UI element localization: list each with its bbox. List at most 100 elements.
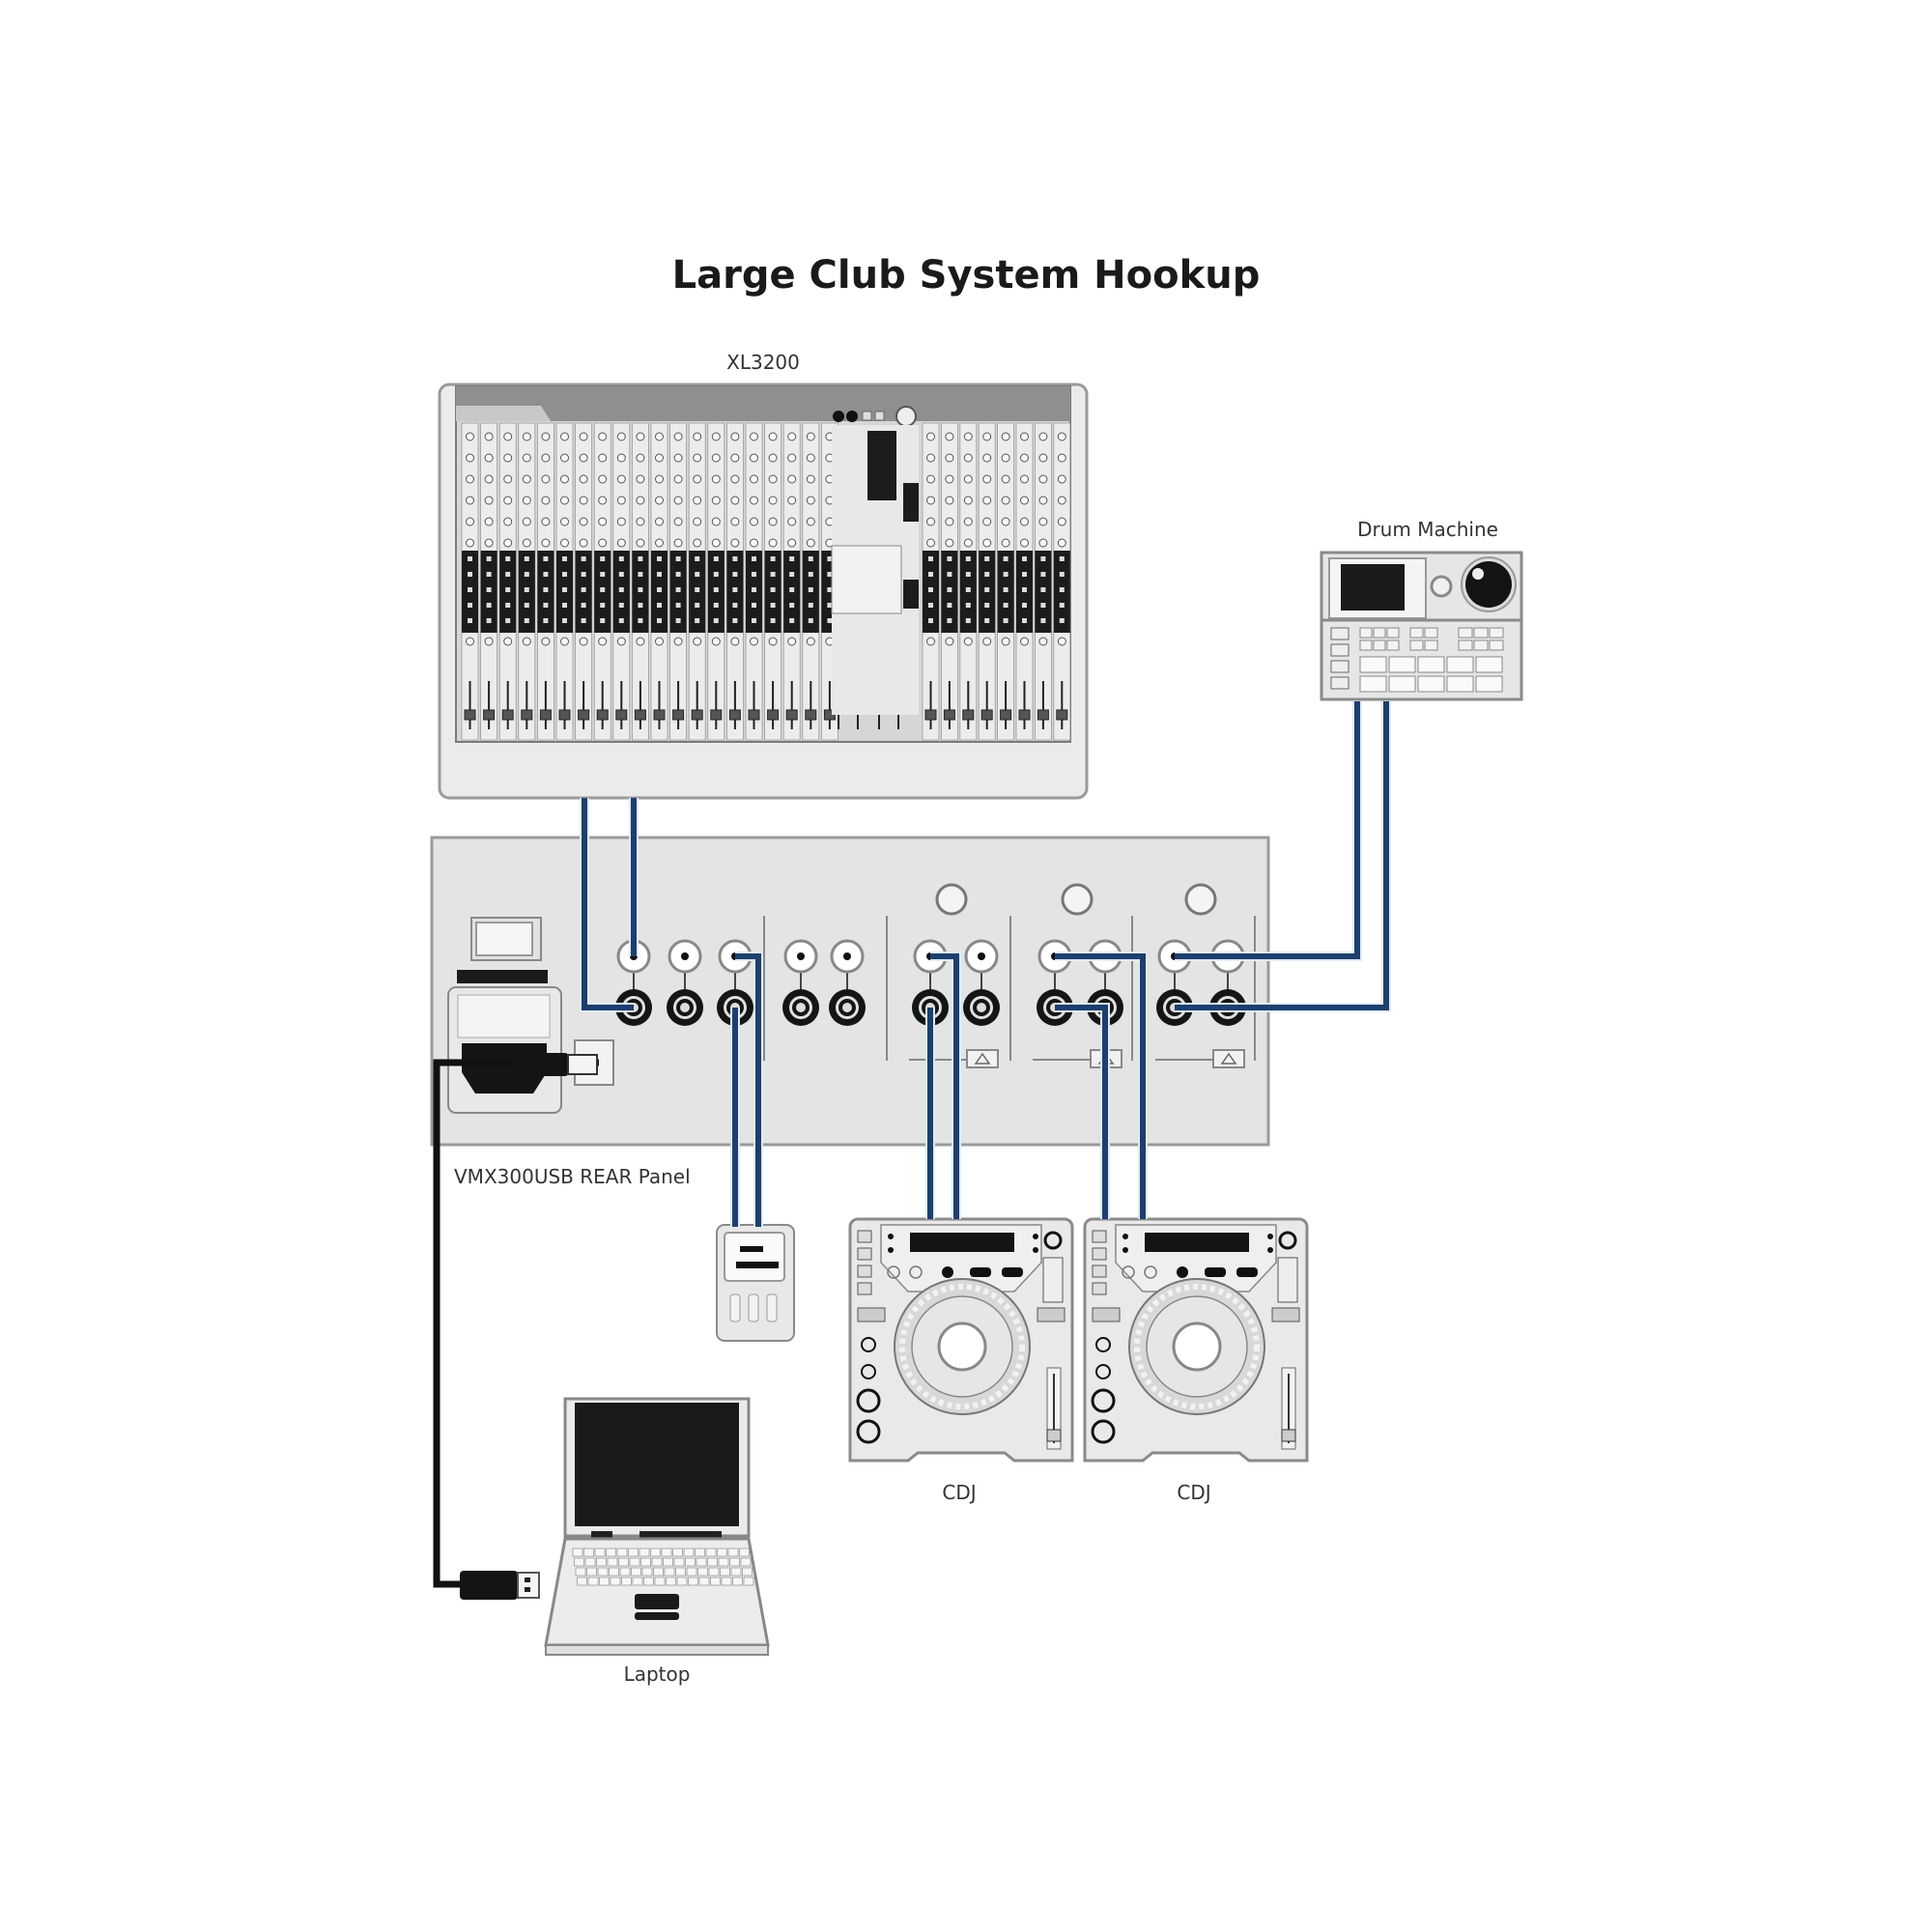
knob-icon: [1057, 496, 1066, 505]
drum-machine-display: [1341, 564, 1405, 611]
knob-icon: [963, 538, 973, 548]
knob-icon: [963, 432, 973, 441]
knob-icon: [522, 453, 531, 463]
cdj-button-icon: [1177, 1266, 1188, 1278]
knob-icon: [768, 517, 778, 526]
cable-layer: [433, 701, 1391, 1600]
knob-icon: [655, 637, 664, 646]
drum-pad: [1417, 675, 1445, 693]
cdj-button-icon: [942, 1266, 953, 1278]
knob-icon: [1001, 432, 1010, 441]
laptop-key: [705, 1548, 717, 1557]
drum-pad: [1359, 656, 1387, 673]
knob-icon: [806, 517, 815, 526]
knob-icon: [616, 496, 626, 505]
rear-panel: VMX300USB REAR Panel: [430, 836, 1270, 1188]
laptop-key: [710, 1577, 721, 1586]
knob-icon: [768, 538, 778, 548]
knob-icon: [673, 432, 683, 441]
knob-icon: [484, 453, 494, 463]
knob-icon: [655, 432, 664, 441]
knob-icon: [806, 432, 815, 441]
knob-icon: [541, 432, 551, 441]
knob-icon: [1020, 637, 1029, 646]
diagram-title: Large Club System Hookup: [672, 253, 1261, 298]
laptop-key: [651, 1557, 663, 1567]
laptop-key: [574, 1557, 584, 1567]
knob-icon: [1001, 496, 1010, 505]
knob-icon: [1020, 453, 1029, 463]
knob-icon: [541, 637, 551, 646]
knob-icon: [673, 453, 683, 463]
drum-machine: Drum Machine: [1320, 518, 1523, 701]
knob-icon: [1038, 538, 1048, 548]
knob-icon: [926, 496, 935, 505]
player-cable-2: [735, 953, 761, 1227]
laptop-key: [727, 1548, 739, 1557]
knob-icon: [541, 496, 551, 505]
drum-side-button: [1330, 627, 1350, 640]
knob-icon: [1038, 637, 1048, 646]
knob-icon: [963, 517, 973, 526]
knob-icon: [484, 538, 494, 548]
knob-icon: [787, 637, 797, 646]
laptop-key: [632, 1577, 643, 1586]
drum-pad: [1359, 675, 1387, 693]
knob-icon: [945, 538, 954, 548]
knob-icon: [484, 432, 494, 441]
power-switch[interactable]: [475, 922, 533, 956]
laptop-key: [631, 1567, 641, 1577]
laptop-key: [666, 1577, 676, 1586]
knob-icon: [711, 538, 721, 548]
knob-icon: [1001, 453, 1010, 463]
rear-panel-label: VMX300USB REAR Panel: [454, 1165, 691, 1188]
laptop-key: [675, 1567, 686, 1577]
drum-pad: [1388, 675, 1416, 693]
knob-icon: [1057, 637, 1066, 646]
drum-machine-pads: [1330, 627, 1504, 693]
fader-cap: [924, 709, 937, 721]
knob-icon: [693, 637, 702, 646]
knob-icon: [466, 637, 474, 646]
knob-icon: [730, 538, 740, 548]
knob-icon: [1057, 474, 1066, 484]
laptop-key: [599, 1577, 610, 1586]
knob-icon: [768, 432, 778, 441]
fader-cap: [748, 709, 760, 721]
knob-icon: [711, 637, 721, 646]
fader-cap: [767, 709, 780, 721]
knob-icon: [750, 538, 758, 548]
laptop-key: [730, 1567, 742, 1577]
knob-icon: [598, 517, 608, 526]
knob-icon: [522, 517, 531, 526]
drum-machine-knob-icon: [1465, 561, 1512, 608]
knob-icon: [806, 474, 815, 484]
knob-icon: [730, 496, 740, 505]
cdj-platter-center: [1172, 1321, 1222, 1372]
fader-cap: [596, 709, 609, 721]
knob-icon: [1038, 474, 1048, 484]
fader-cap: [464, 709, 476, 721]
knob-icon: [1001, 538, 1010, 548]
knob-icon: [768, 474, 778, 484]
laptop-key: [640, 1557, 651, 1567]
usb-plug-icon: [460, 1571, 518, 1600]
knob-icon: [560, 453, 569, 463]
knob-icon: [693, 517, 702, 526]
knob-icon: [768, 453, 778, 463]
knob-icon: [522, 637, 531, 646]
mixer-jack-icon: [833, 411, 844, 422]
knob-icon: [711, 496, 721, 505]
knob-icon: [1057, 517, 1066, 526]
knob-icon: [522, 432, 531, 441]
fader-cap: [615, 709, 628, 721]
knob-icon: [655, 538, 664, 548]
laptop-key: [654, 1577, 666, 1586]
knob-icon: [503, 637, 513, 646]
laptop-key: [732, 1577, 743, 1586]
knob-icon: [655, 517, 664, 526]
laptop-trackpad: [635, 1594, 679, 1609]
laptop-key: [672, 1548, 683, 1557]
knob-icon: [522, 538, 531, 548]
